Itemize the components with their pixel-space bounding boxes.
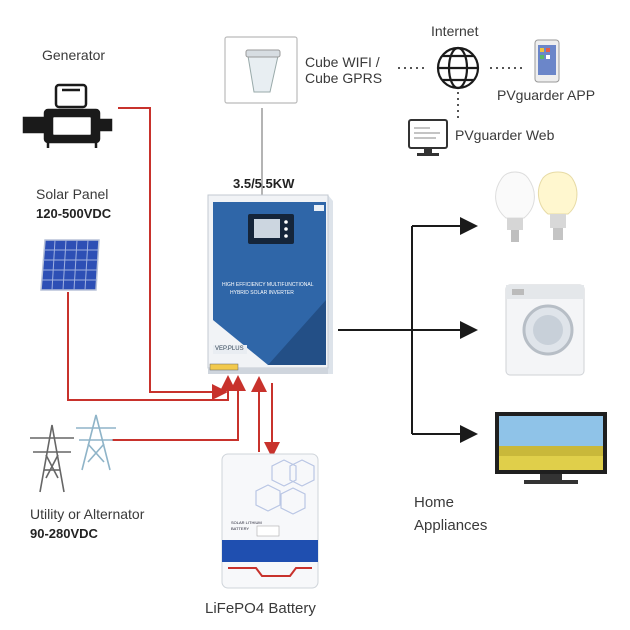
appliances-label: Appliances bbox=[414, 517, 488, 534]
monitor-icon bbox=[408, 119, 448, 156]
battery-label: LiFePO4 Battery bbox=[205, 600, 316, 617]
inverter-rating: 3.5/5.5KW bbox=[233, 176, 295, 191]
utility-range: 90-280VDC bbox=[30, 526, 98, 541]
phone-icon bbox=[534, 39, 560, 83]
utility-label: Utility or Alternator bbox=[30, 506, 145, 522]
output-lines bbox=[338, 217, 478, 443]
dotted-links bbox=[398, 67, 522, 118]
battery-unit bbox=[221, 453, 319, 589]
inverter-front-text-1: HIGH EFFICIENCY MULTIFUNCTIONAL bbox=[222, 282, 314, 288]
solar-panel-label: Solar Panel bbox=[36, 186, 109, 202]
battery-panel-text-2: BATTERY bbox=[231, 526, 250, 531]
app-label: PVguarder APP bbox=[497, 87, 596, 103]
inverter-unit bbox=[207, 194, 333, 374]
inverter-front-text-2: HYBRID SOLAR INVERTER bbox=[230, 290, 294, 296]
home-label: Home bbox=[414, 494, 455, 511]
light-bulb-icon bbox=[495, 171, 578, 242]
solar-panel-range: 120-500VDC bbox=[36, 206, 112, 221]
generator-icon bbox=[22, 83, 113, 148]
battery-panel-text-1: SOLAR LITHIUM bbox=[231, 520, 262, 525]
solar-panel-icon bbox=[40, 239, 100, 291]
battery-lines bbox=[251, 376, 280, 458]
generator-line bbox=[118, 107, 228, 400]
solar-line bbox=[67, 292, 236, 401]
wifi-module-label: Cube WIFI / bbox=[305, 54, 380, 70]
utility-tower-icon bbox=[30, 414, 116, 493]
inverter-model: VEP.PLUS bbox=[215, 346, 244, 352]
generator-label: Generator bbox=[42, 47, 106, 63]
internet-globe-icon bbox=[436, 46, 480, 90]
utility-line bbox=[112, 375, 246, 441]
internet-label: Internet bbox=[431, 23, 479, 39]
web-label: PVguarder Web bbox=[455, 127, 555, 143]
wifi-module-icon bbox=[224, 36, 298, 104]
washing-machine-icon bbox=[505, 284, 585, 376]
gprs-module-label: Cube GPRS bbox=[305, 70, 383, 86]
tv-icon bbox=[495, 412, 607, 484]
